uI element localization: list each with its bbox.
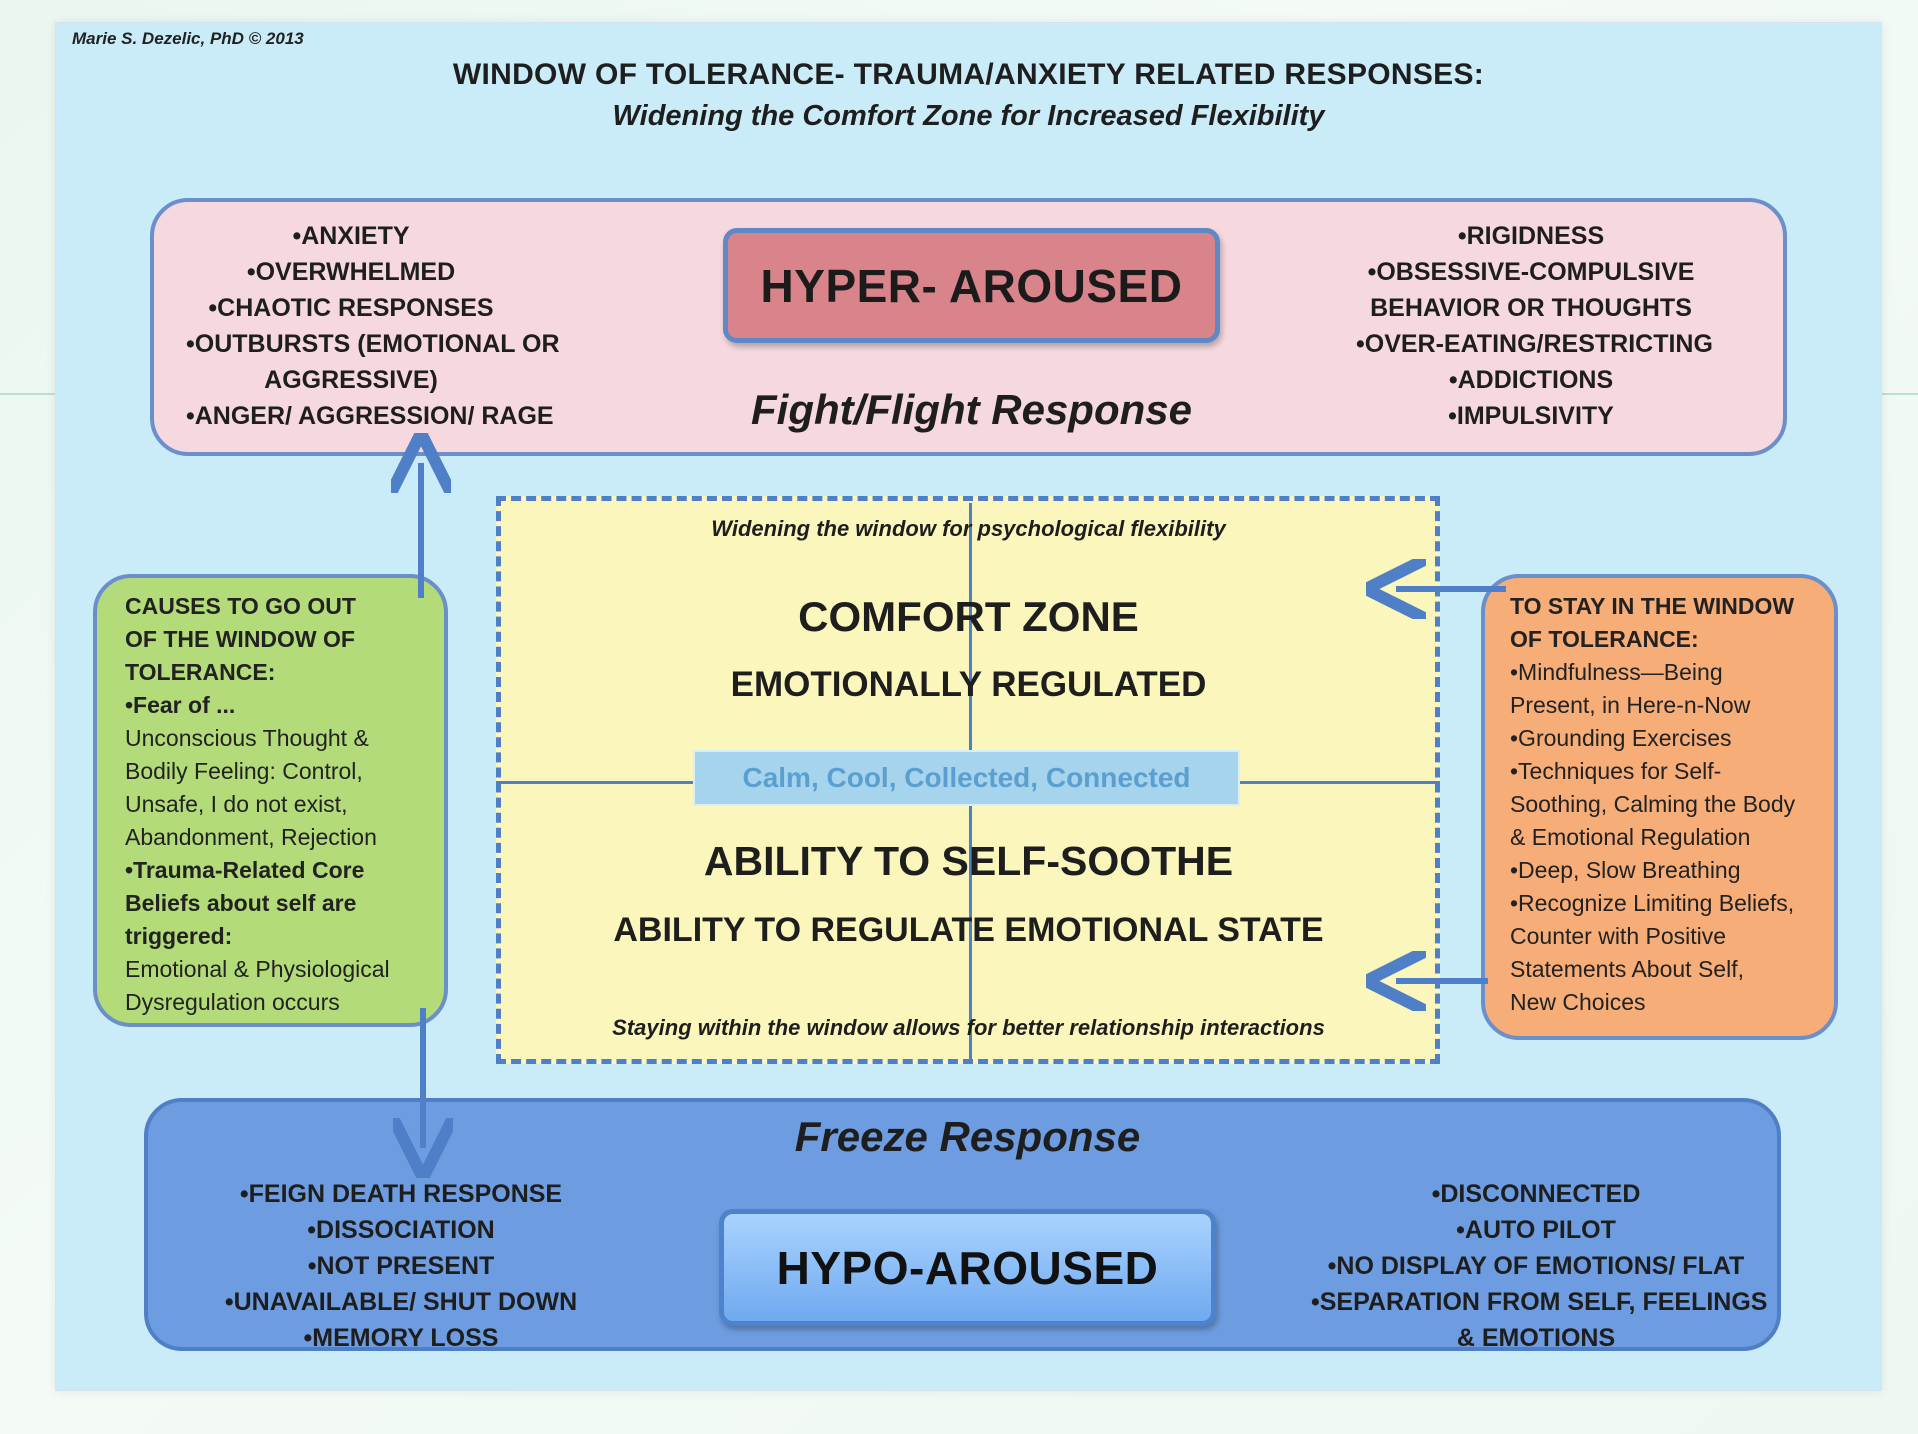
hypo-left-list: •FEIGN DEATH RESPONSE •DISSOCIATION •NOT… bbox=[206, 1176, 596, 1356]
stay-in-window-panel: TO STAY IN THE WINDOW OF TOLERANCE: •Min… bbox=[1481, 574, 1838, 1040]
list-item: New Choices bbox=[1510, 989, 1646, 1015]
list-item: Abandonment, Rejection bbox=[125, 824, 377, 850]
trauma-item: Beliefs about self are bbox=[125, 890, 357, 916]
list-item: •RIGIDNESS bbox=[1457, 222, 1605, 250]
causes-title: CAUSES TO GO OUT bbox=[125, 593, 356, 619]
list-item: •OVERWHELMED bbox=[246, 258, 456, 286]
list-item: •Grounding Exercises bbox=[1510, 725, 1732, 751]
decorative-line-left bbox=[0, 393, 55, 395]
decorative-line-right bbox=[1880, 393, 1918, 395]
list-item: •ANXIETY bbox=[292, 222, 410, 250]
list-item: Present, in Here-n-Now bbox=[1510, 692, 1751, 718]
page-subtitle: Widening the Comfort Zone for Increased … bbox=[612, 100, 1325, 132]
list-item: & Emotional Regulation bbox=[1510, 824, 1751, 850]
regulate-heading: ABILITY TO REGULATE EMOTIONAL STATE bbox=[613, 911, 1324, 949]
hypo-right-list: •DISCONNECTED •AUTO PILOT •NO DISPLAY OF… bbox=[1311, 1176, 1768, 1356]
hypo-aroused-label: HYPO-AROUSED bbox=[719, 1209, 1216, 1326]
arrows-layer bbox=[56, 23, 1506, 1390]
list-item: •Techniques for Self- bbox=[1510, 758, 1722, 784]
list-item: •MEMORY LOSS bbox=[303, 1324, 499, 1352]
list-item: •SEPARATION FROM SELF, FEELINGS bbox=[1311, 1288, 1768, 1316]
list-item: •NOT PRESENT bbox=[307, 1252, 495, 1280]
fight-flight-response: Fight/Flight Response bbox=[751, 386, 1192, 433]
list-item: AGGRESSIVE) bbox=[264, 366, 438, 394]
list-item: •FEIGN DEATH RESPONSE bbox=[239, 1180, 563, 1208]
calm-label: Calm, Cool, Collected, Connected bbox=[693, 750, 1240, 806]
hyper-right-list: •RIGIDNESS •OBSESSIVE-COMPULSIVE BEHAVIO… bbox=[1356, 218, 1713, 434]
list-item: •UNAVAILABLE/ SHUT DOWN bbox=[224, 1288, 578, 1316]
trauma-item: •Trauma-Related Core bbox=[125, 857, 365, 883]
list-item: Emotional & Physiological bbox=[125, 956, 390, 982]
list-item: •CHAOTIC RESPONSES bbox=[208, 294, 494, 322]
list-item: •ADDICTIONS bbox=[1448, 366, 1614, 394]
list-item: Statements About Self, bbox=[1510, 956, 1744, 982]
list-item: Unconscious Thought & bbox=[125, 725, 369, 751]
list-item: •Deep, Slow Breathing bbox=[1510, 857, 1741, 883]
list-item: Bodily Feeling: Control, bbox=[125, 758, 363, 784]
page-title: WINDOW OF TOLERANCE- TRAUMA/ANXIETY RELA… bbox=[452, 58, 1485, 91]
copyright: Marie S. Dezelic, PhD © 2013 bbox=[72, 29, 304, 48]
list-item: Counter with Positive bbox=[1510, 923, 1727, 949]
fear-item: •Fear of ... bbox=[125, 692, 236, 718]
list-item: •DISSOCIATION bbox=[307, 1216, 495, 1244]
list-item: •OVER-EATING/RESTRICTING bbox=[1356, 330, 1713, 358]
list-item: BEHAVIOR OR THOUGHTS bbox=[1370, 294, 1692, 322]
list-item: •ANGER/ AGGRESSION/ RAGE bbox=[186, 402, 554, 430]
list-item: •AUTO PILOT bbox=[1456, 1216, 1616, 1244]
stay-title: TO STAY IN THE WINDOW bbox=[1510, 593, 1795, 619]
emotionally-regulated-heading: EMOTIONALLY REGULATED bbox=[730, 665, 1207, 704]
diagram-canvas: Marie S. Dezelic, PhD © 2013 WINDOW OF T… bbox=[55, 22, 1882, 1391]
list-item: Soothing, Calming the Body bbox=[1510, 791, 1796, 817]
trauma-item: triggered: bbox=[125, 923, 233, 949]
hyper-left-list: •ANXIETY •OVERWHELMED •CHAOTIC RESPONSES… bbox=[186, 218, 560, 434]
list-item: •OUTBURSTS (EMOTIONAL OR bbox=[186, 330, 560, 358]
center-horizontal-divider-left bbox=[496, 781, 693, 784]
list-item: •OBSESSIVE-COMPULSIVE bbox=[1367, 258, 1695, 286]
widening-note: Widening the window for psychological fl… bbox=[711, 516, 1226, 541]
list-item: •NO DISPLAY OF EMOTIONS/ FLAT bbox=[1327, 1252, 1745, 1280]
list-item: •IMPULSIVITY bbox=[1448, 402, 1614, 430]
list-item: & EMOTIONS bbox=[1456, 1324, 1616, 1352]
list-item: •Mindfulness—Being bbox=[1510, 659, 1723, 685]
list-item: •DISCONNECTED bbox=[1431, 1180, 1641, 1208]
list-item: Unsafe, I do not exist, bbox=[125, 791, 348, 817]
self-soothe-heading: ABILITY TO SELF-SOOTHE bbox=[703, 838, 1234, 884]
causes-title: OF THE WINDOW OF bbox=[125, 626, 355, 652]
freeze-response: Freeze Response bbox=[794, 1113, 1141, 1160]
center-horizontal-divider-right bbox=[1240, 781, 1440, 784]
staying-note: Staying within the window allows for bet… bbox=[612, 1015, 1325, 1040]
list-item: Dysregulation occurs bbox=[125, 989, 340, 1015]
causes-title: TOLERANCE: bbox=[125, 659, 276, 685]
comfort-zone-heading: COMFORT ZONE bbox=[798, 593, 1139, 640]
stay-title: OF TOLERANCE: bbox=[1510, 626, 1699, 652]
causes-panel: CAUSES TO GO OUT OF THE WINDOW OF TOLERA… bbox=[93, 574, 448, 1027]
list-item: •Recognize Limiting Beliefs, bbox=[1510, 890, 1795, 916]
hyper-aroused-label: HYPER- AROUSED bbox=[723, 228, 1220, 343]
